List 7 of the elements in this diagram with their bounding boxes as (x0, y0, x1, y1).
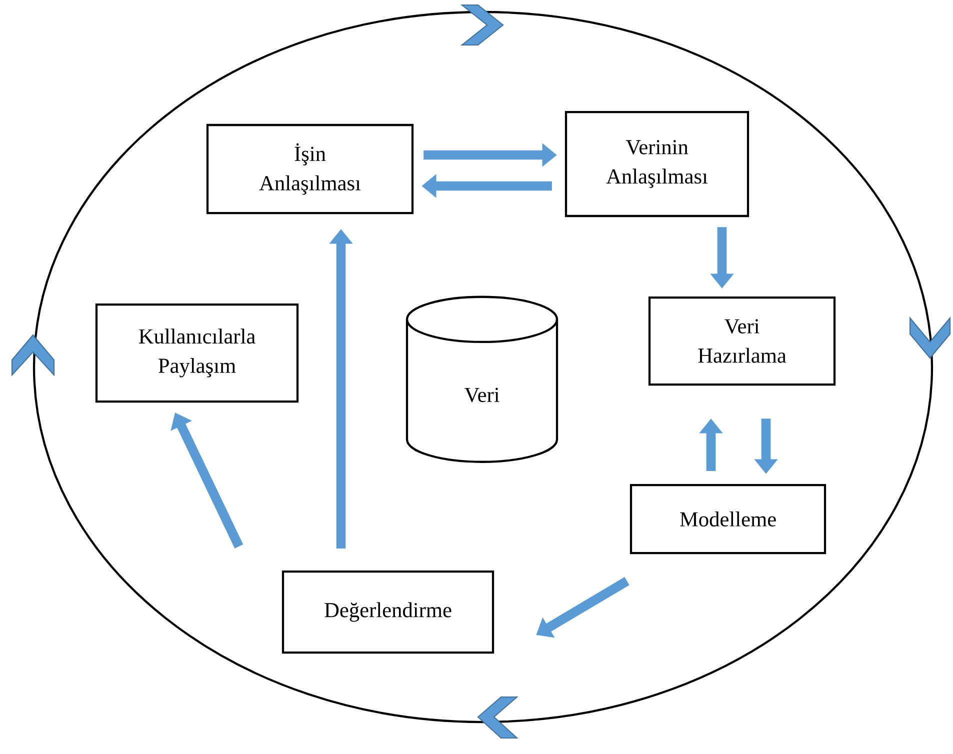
process-box: Değerlendirme (282, 570, 494, 654)
process-box: Veri Hazırlama (648, 296, 836, 386)
process-box: Kullanıcılarla Paylaşım (95, 303, 299, 403)
database-cylinder: Veri (406, 296, 558, 463)
process-box: Verinin Anlaşılması (564, 110, 750, 218)
process-box: Modelleme (630, 484, 826, 554)
process-box: İşin Anlaşılması (206, 124, 414, 214)
